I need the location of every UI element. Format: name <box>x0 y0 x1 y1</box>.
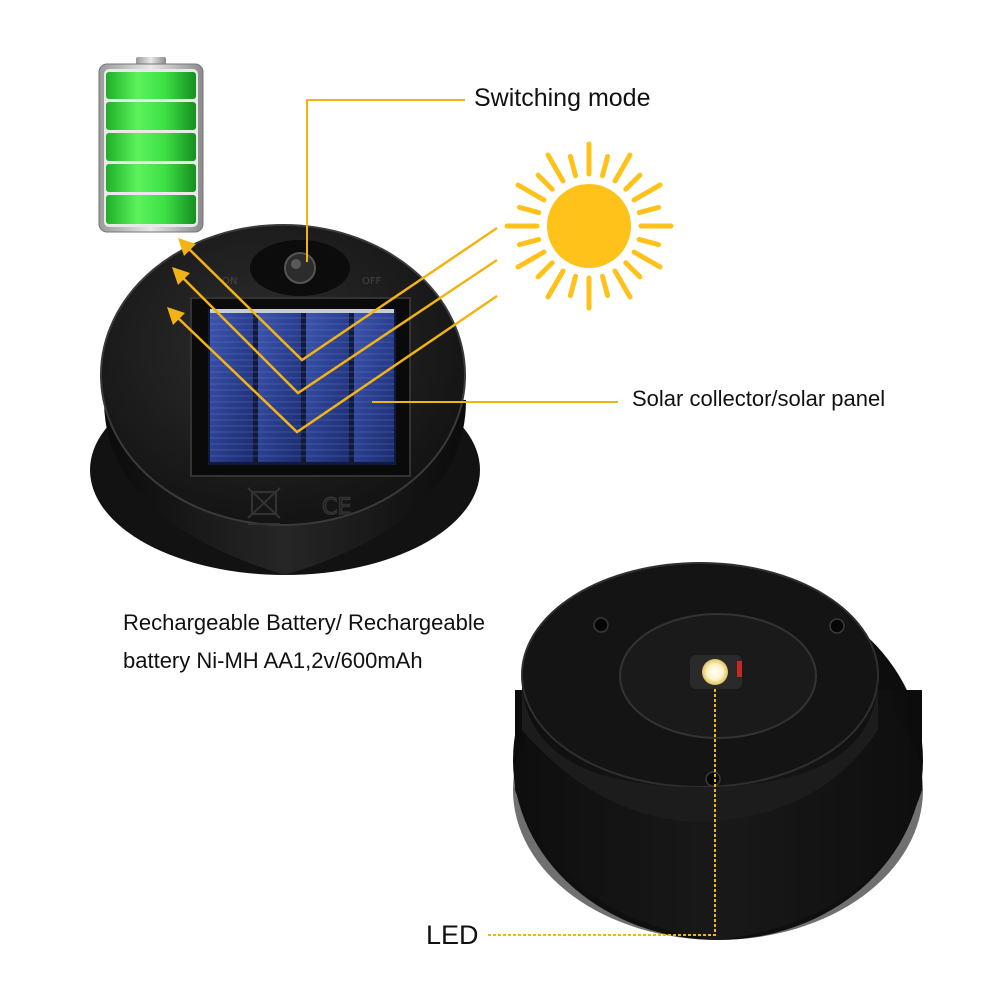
solar-light-bottom <box>513 562 923 940</box>
sun-ray <box>636 236 662 248</box>
battery-label-line-2: battery Ni-MH AA1,2v/600mAh <box>123 648 423 673</box>
sun-ray <box>535 260 555 280</box>
sun-ray <box>515 249 547 270</box>
recycle-bin-mark <box>247 487 281 525</box>
battery-icon <box>98 57 204 233</box>
switch-off-marking: OFF <box>362 276 382 287</box>
sun-ray <box>535 172 555 192</box>
sun-ray <box>516 236 542 248</box>
sun-ray <box>516 204 542 216</box>
sun-ray <box>631 249 663 270</box>
led-label: LED <box>426 920 479 950</box>
sun-ray <box>599 153 611 179</box>
sun-ray <box>515 182 547 203</box>
sun-ray <box>631 182 663 203</box>
sun-ray <box>545 152 566 184</box>
sun-ray <box>599 273 611 299</box>
battery-label-line-1: Rechargeable Battery/ Rechargeable <box>123 610 486 635</box>
switching-mode-label: Switching mode <box>474 84 651 112</box>
switch-on-marking: ON <box>222 276 237 287</box>
sun-ray <box>545 268 566 300</box>
arrow-head-icon <box>167 238 196 325</box>
sun-icon <box>504 141 674 311</box>
sun-ray <box>612 268 633 300</box>
sun-ray <box>567 153 579 179</box>
solar-light-top: ON OFF CE <box>90 224 480 575</box>
switch-callout-line <box>306 99 465 262</box>
switch-button <box>250 240 350 296</box>
sun-ray <box>623 260 643 280</box>
sunlight-arrows <box>176 226 498 434</box>
led-callout-line <box>488 688 716 936</box>
sun-ray <box>623 172 643 192</box>
led-icon <box>690 655 742 689</box>
sun-ray <box>567 273 579 299</box>
solar-panel <box>190 297 411 477</box>
solar-panel-label: Solar collector/solar panel <box>632 386 886 411</box>
sun-ray <box>636 204 662 216</box>
sun-ray <box>612 152 633 184</box>
battery-label: Rechargeable Battery/ Rechargeable batte… <box>123 604 485 680</box>
ce-marking: CE <box>322 495 351 520</box>
